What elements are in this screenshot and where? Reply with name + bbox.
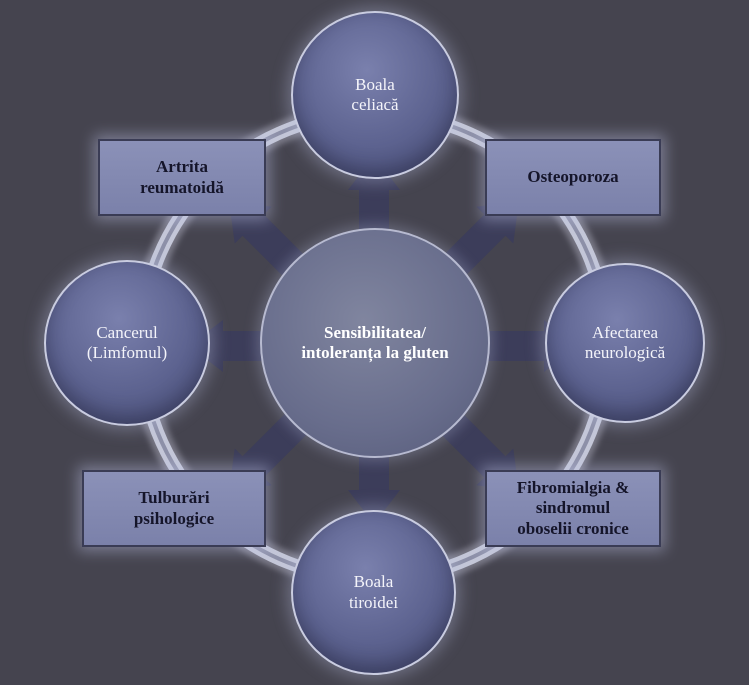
node-lymphoma: Cancerul (Limfomul) xyxy=(44,260,210,426)
node-rheumatoid-arthritis: Artrita reumatoidă xyxy=(98,139,266,216)
center-node: Sensibilitatea/ intoleranța la gluten xyxy=(260,228,490,458)
node-thyroid-disease: Boala tiroidei xyxy=(291,510,456,675)
node-osteoporosis: Osteoporoza xyxy=(485,139,661,216)
node-fibromyalgia: Fibromialgia & sindromul oboselii cronic… xyxy=(485,470,661,547)
node-celiac-disease: Boala celiacă xyxy=(291,11,459,179)
node-psychological-disorders: Tulburări psihologice xyxy=(82,470,266,547)
node-neurological-damage: Afectarea neurologică xyxy=(545,263,705,423)
